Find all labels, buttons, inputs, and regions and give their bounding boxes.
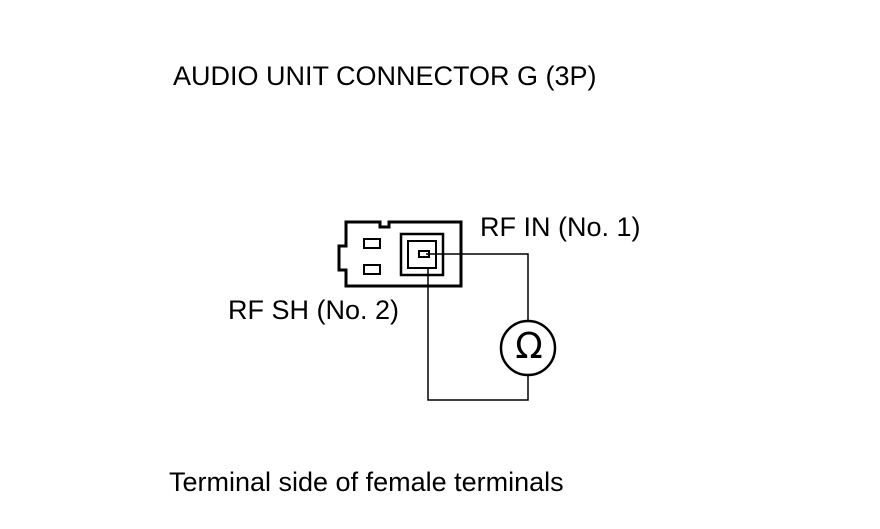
terminal-label-rf-in: RF IN (No. 1): [480, 212, 641, 242]
connector-title: AUDIO UNIT CONNECTOR G (3P): [173, 61, 597, 91]
terminal-label-rf-sh: RF SH (No. 2): [228, 295, 400, 325]
connector-housing: [337, 220, 463, 288]
ohmmeter-circle: [499, 319, 557, 377]
ohmmeter-symbol: Ω: [515, 326, 543, 367]
terminal-slot-lower: [363, 264, 381, 275]
probe-wire-rf-sh: [427, 268, 529, 401]
terminal-slot-upper: [363, 238, 381, 249]
view-caption: Terminal side of female terminals: [169, 467, 564, 497]
probe-wire-rf-in: [426, 253, 529, 321]
